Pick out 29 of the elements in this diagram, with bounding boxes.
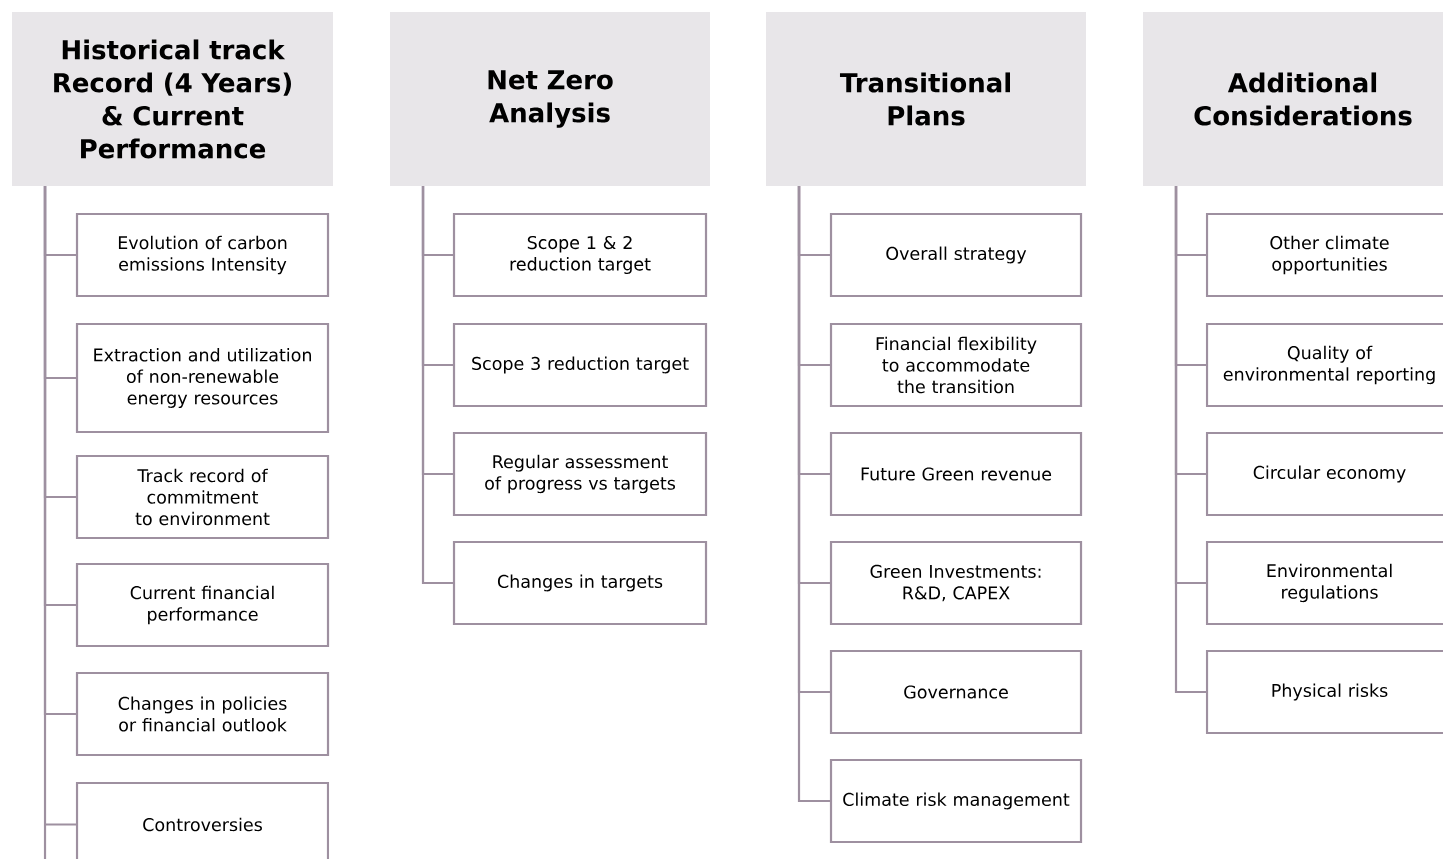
item-box: Changes in policies or financial outlook [75,671,330,757]
item-box: Scope 3 reduction target [452,322,708,408]
item-box: Physical risks [1205,649,1443,735]
item-box: Controversies [75,781,330,859]
item-box: Track record of commitment to environment [75,454,330,540]
category-header: Historical track Record (4 Years) & Current Performance [12,12,333,186]
item-box: Quality of environmental reporting [1205,322,1443,408]
item-box: Extraction and utilization of non-renewable energy resources [75,322,330,434]
item-box: Changes in targets [452,540,708,626]
item-box: Scope 1 & 2 reduction target [452,212,708,298]
connector [797,186,831,803]
item-box: Future Green revenue [829,431,1083,517]
item-box: Regular assessment of progress vs targets [452,431,708,517]
category-header: Transitional Plans [766,12,1086,186]
category-header: Additional Considerations [1143,12,1443,186]
item-box: Current financial performance [75,562,330,648]
item-box: Financial flexibility to accommodate the transition [829,322,1083,408]
item-box: Climate risk management [829,758,1083,844]
connector [421,186,454,585]
connector [1174,186,1207,694]
item-box: Green Investments: R&D, CAPEX [829,540,1083,626]
category-header: Net Zero Analysis [390,12,710,186]
item-box: Evolution of carbon emissions Intensity [75,212,330,298]
connector [43,184,79,859]
item-box: Other climate opportunities [1205,212,1443,298]
item-box: Overall strategy [829,212,1083,298]
item-box: Circular economy [1205,431,1443,517]
item-box: Governance [829,649,1083,735]
item-box: Environmental regulations [1205,540,1443,626]
